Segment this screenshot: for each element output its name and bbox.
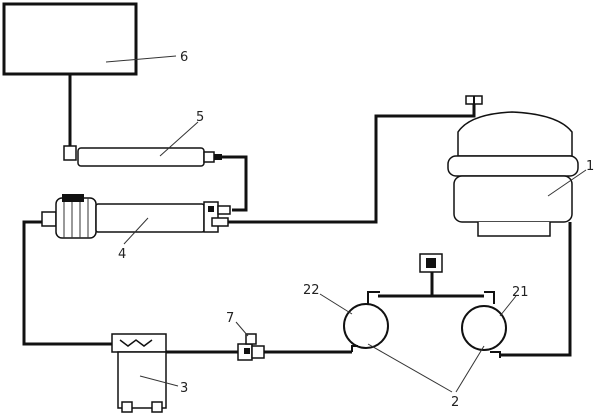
label-6: 6 bbox=[180, 50, 188, 65]
component-5-filter bbox=[63, 145, 222, 167]
tee-solenoid bbox=[419, 253, 443, 273]
component-6-box bbox=[2, 2, 138, 76]
pipe-network bbox=[22, 74, 572, 357]
leader-5 bbox=[159, 121, 199, 157]
label-3: 3 bbox=[180, 381, 188, 396]
reference-labels: 6 5 4 1 22 21 2 7 3 bbox=[118, 50, 594, 410]
component-3-pump bbox=[111, 333, 167, 413]
leader-lines bbox=[105, 55, 587, 393]
leader-22 bbox=[319, 293, 353, 315]
label-7: 7 bbox=[226, 311, 234, 326]
leader-21 bbox=[499, 295, 517, 317]
label-21: 21 bbox=[512, 285, 529, 300]
leader-1 bbox=[547, 169, 587, 197]
leader-4 bbox=[123, 217, 149, 245]
component-1-tank bbox=[447, 95, 579, 237]
label-1: 1 bbox=[586, 159, 594, 174]
component-4-filter bbox=[41, 194, 231, 239]
label-5: 5 bbox=[196, 110, 204, 125]
pipe-vessel21-to-tank bbox=[500, 222, 572, 357]
label-2: 2 bbox=[451, 395, 459, 410]
pipe-filter4-to-tank bbox=[228, 102, 476, 224]
component-22-vessel bbox=[343, 291, 389, 352]
pipe-filter5-to-filter4 bbox=[222, 155, 248, 212]
component-7-valve bbox=[237, 333, 265, 361]
leader-6 bbox=[105, 55, 177, 63]
leader-3 bbox=[139, 375, 179, 387]
component-21-vessel bbox=[461, 291, 507, 358]
pipe-filter4-to-pump bbox=[22, 220, 112, 346]
leader-7 bbox=[235, 321, 249, 337]
leader-2b bbox=[455, 345, 485, 393]
leader-2a bbox=[367, 343, 453, 393]
label-22: 22 bbox=[303, 283, 320, 298]
label-4: 4 bbox=[118, 247, 126, 262]
